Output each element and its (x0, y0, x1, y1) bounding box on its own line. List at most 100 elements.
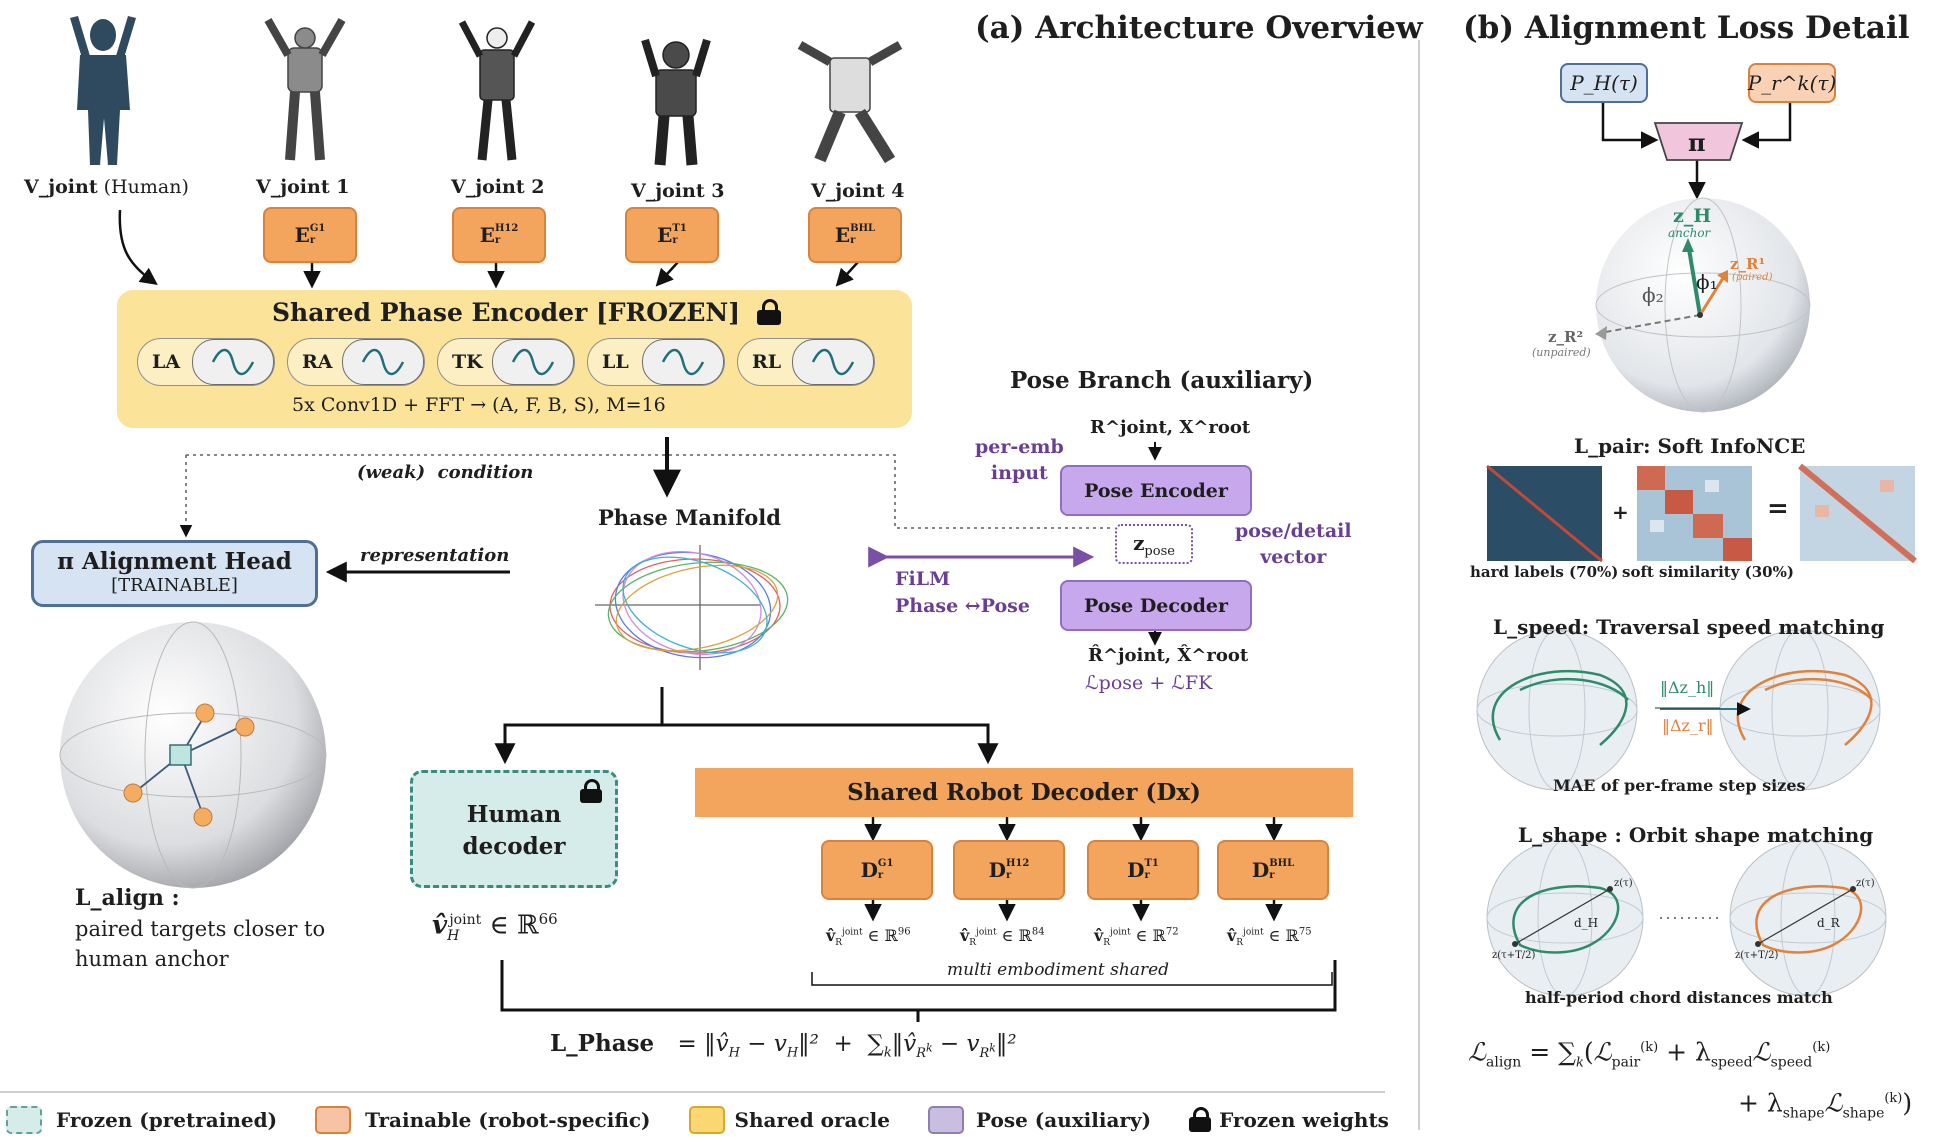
z-pose-symbol: z (1133, 531, 1145, 555)
sine-wave-icon (492, 339, 574, 385)
human-out-dim: 66 (538, 910, 558, 928)
phase-manifold-title: Phase Manifold (598, 505, 781, 530)
dh-label: d_H (1574, 916, 1599, 930)
ph-label: P_H(τ) (1570, 71, 1638, 95)
out-dim: 96 (897, 926, 911, 938)
phi2-label: ϕ₂ (1642, 283, 1664, 307)
pair-matrices (1486, 463, 1917, 564)
l-align-title: L_align : (75, 885, 180, 911)
per-emb-input-label: per-emb input (975, 436, 1064, 484)
channel-label: LL (602, 351, 629, 373)
enc-sub: r (672, 235, 678, 246)
robot-h12-figure (458, 20, 536, 161)
out-dim: 84 (1031, 926, 1045, 938)
alignment-loss-detail-title: (b) Alignment Loss Detail (1463, 10, 1910, 46)
l-speed-title: L_speed: Traversal speed matching (1493, 615, 1885, 639)
legend-label-trainable: Trainable (robot-specific) (365, 1108, 651, 1132)
decoder-output-g1: v̂Rjoint ∈ ℝ96 (826, 926, 911, 949)
z-pose-sub: pose (1144, 544, 1175, 559)
alignment-head: π Alignment Head [TRAINABLE] (31, 540, 318, 607)
l-align-text: paired targets closer to human anchor (75, 917, 326, 971)
input-name: V_joint (24, 176, 98, 198)
shared-robot-decoder: Shared Robot Decoder (Dx) (695, 768, 1353, 817)
input-label-g1: V_joint 1 (256, 176, 350, 198)
phase-encoder-caption: 5x Conv1D + FFT → (A, F, B, S), M=16 (292, 394, 666, 416)
input-label-h12: V_joint 2 (451, 176, 545, 198)
human-figure (70, 16, 136, 165)
panel-divider (1418, 40, 1420, 1130)
channel-label: TK (452, 351, 483, 373)
ph-box: P_H(τ) (1560, 63, 1648, 103)
channel-label: RA (302, 351, 333, 373)
human-output: v̂Hjoint ∈ ℝ66 (432, 910, 558, 944)
robot-bhl-figure (797, 41, 903, 164)
sine-wave-icon (792, 339, 874, 385)
soft-similarity-caption: soft similarity (30%) (1622, 563, 1794, 581)
lock-icon (580, 779, 602, 803)
tau-half-label-left: z(τ+T/2) (1492, 950, 1536, 961)
z-pose-box: zpose (1115, 524, 1193, 564)
dec-sup: T1 (1144, 858, 1159, 869)
channel-ra: RA (287, 338, 425, 386)
shared-phase-encoder: Shared Phase Encoder [FROZEN] LA RA TK L… (117, 290, 912, 428)
zr1-label: z_R¹ (1730, 255, 1766, 273)
legend-swatch-frozen (6, 1106, 42, 1134)
enc-sub: r (494, 235, 501, 246)
paired-label: (paired) (1732, 272, 1773, 283)
weak-condition-label: (weak) condition (357, 462, 534, 483)
shape-caption: half-period chord distances match (1525, 988, 1833, 1007)
speed-caption: MAE of per-frame step sizes (1553, 776, 1806, 795)
delta-h-label: ‖Δz_h‖ (1660, 678, 1715, 697)
pi-projection-shape (1653, 122, 1744, 161)
legend-swatch-pose (928, 1106, 964, 1134)
l-align-formula: ℒalign = ∑k(ℒpair(k) + λspeedℒspeed(k) +… (1468, 1037, 1913, 1122)
out-dim: 75 (1298, 926, 1312, 938)
robot-t1-figure (641, 38, 711, 166)
l-phase-formula: L_Phase = ‖v̂H − vH‖² + ∑k‖v̂Rk − vRk‖² (550, 1030, 1017, 1061)
channel-row: LA RA TK LL RL (137, 338, 875, 386)
decoder-output-t1: v̂Rjoint ∈ ℝ72 (1094, 926, 1179, 949)
tau-half-label-right: z(τ+T/2) (1735, 950, 1779, 961)
dec-sup: BHL (1269, 858, 1295, 869)
enc-sup: G1 (309, 223, 326, 234)
l-pair-title: L_pair: Soft InfoNCE (1574, 434, 1806, 458)
pose-inputs-top: R^joint, X^root (1090, 417, 1251, 438)
dec-base: D (860, 858, 878, 882)
tau-label-right: z(τ) (1856, 878, 1875, 889)
left-embedding-sphere (59, 621, 327, 889)
dec-sup: H12 (1005, 858, 1030, 869)
enc-sup: BHL (850, 223, 876, 234)
legend-label-frozen-weights: Frozen weights (1219, 1108, 1389, 1132)
channel-ll: LL (587, 338, 725, 386)
legend-label-pose: Pose (auxiliary) (976, 1108, 1152, 1132)
alignment-head-title: π Alignment Head (57, 548, 292, 575)
enc-base: E (657, 223, 673, 247)
tau-label-left: z(τ) (1614, 878, 1633, 889)
dec-sub: r (1005, 870, 1012, 881)
legend-label-shared: Shared oracle (734, 1108, 891, 1132)
speed-spheres (1476, 629, 1881, 791)
sine-wave-icon (642, 339, 724, 385)
input-label-t1: V_joint 3 (631, 180, 725, 202)
out-dim: 72 (1165, 926, 1179, 938)
unpaired-label: (unpaired) (1532, 346, 1591, 359)
phase-encoder-title: Shared Phase Encoder [FROZEN] (272, 298, 741, 327)
pose-decoder: Pose Decoder (1060, 580, 1252, 631)
pose-loss: ℒpose + ℒFK (1085, 672, 1213, 694)
right-embedding-sphere (1595, 197, 1811, 413)
pose-encoder: Pose Encoder (1060, 465, 1252, 516)
enc-sub: r (309, 235, 316, 246)
plus-sign: + (1612, 500, 1629, 524)
enc-base: E (479, 223, 495, 247)
channel-rl: RL (737, 338, 875, 386)
input-label-human: V_joint (Human) (24, 176, 189, 198)
